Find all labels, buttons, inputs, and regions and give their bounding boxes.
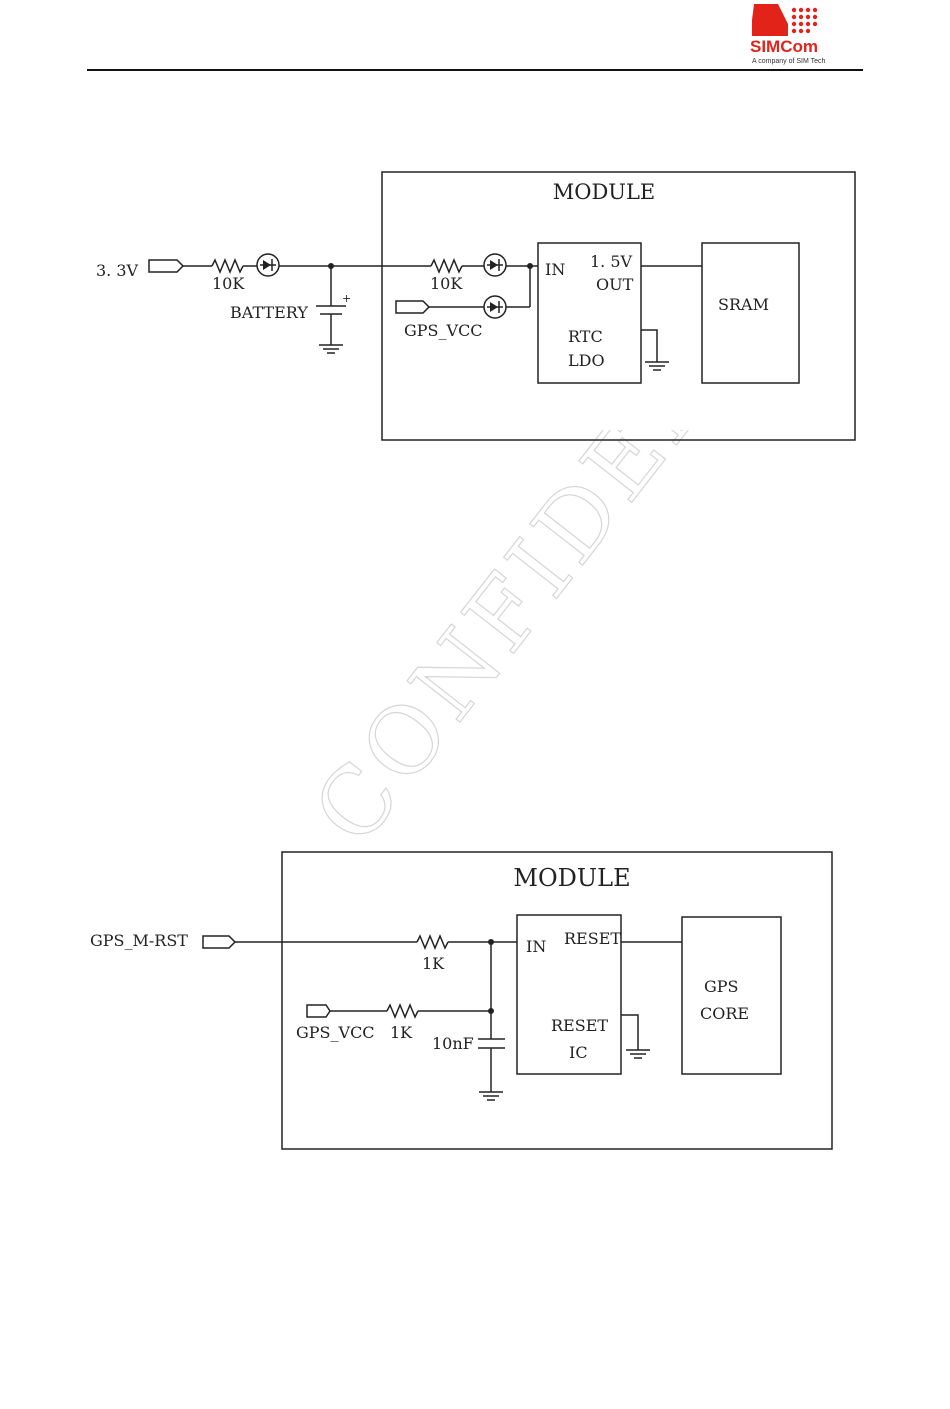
gps-core-line2: CORE [700, 1004, 749, 1023]
ground-symbol-4 [626, 1050, 650, 1058]
resistor-1k-1 [417, 936, 448, 948]
gps-reset-diagram: MODULE GPS_M-RST 1K GPS_VCC 1K 10nF IN R… [90, 852, 832, 1149]
gps-vcc-connector [396, 301, 429, 313]
resistor-10k-2 [431, 260, 462, 272]
reset-ic-name-line1: RESET [551, 1016, 608, 1035]
ground-symbol-1 [319, 345, 343, 353]
module-label-2: MODULE [513, 864, 630, 892]
capacitor-label: 10nF [432, 1034, 474, 1053]
resistor-2-label: 10K [430, 274, 463, 293]
ldo-name-line2: LDO [568, 351, 605, 370]
resistor-1k-2-label: 1K [390, 1023, 413, 1042]
reset-ic-name-line2: IC [569, 1043, 588, 1062]
resistor-1k-1-label: 1K [422, 954, 445, 973]
gps-vcc-label-1: GPS_VCC [404, 321, 483, 340]
input-3v3-label: 3. 3V [96, 261, 139, 280]
ldo-out-label: OUT [596, 275, 634, 294]
battery-label: BATTERY [230, 303, 308, 322]
ldo-in-label: IN [545, 260, 565, 279]
reset-ic-reset-label: RESET [564, 929, 621, 948]
ldo-name-line1: RTC [568, 327, 603, 346]
capacitor-10nf [478, 1039, 505, 1048]
module-box-2 [282, 852, 832, 1149]
input-connector [149, 260, 183, 272]
ground-symbol-2 [645, 362, 669, 370]
gps-m-rst-connector [203, 936, 235, 948]
module-label: MODULE [553, 180, 656, 204]
sram-label: SRAM [718, 295, 769, 314]
resistor-1-label: 10K [212, 274, 245, 293]
battery-plus: + [342, 292, 351, 305]
resistor-10k-1 [212, 260, 243, 272]
gps-vcc-label-2: GPS_VCC [296, 1023, 375, 1042]
rtc-power-diagram: MODULE 3. 3V 10K + BATTERY 10K [96, 172, 855, 440]
diode-2 [484, 254, 506, 276]
reset-ic-in-label: IN [526, 937, 546, 956]
gps-core-line1: GPS [704, 977, 739, 996]
ldo-voltage-label: 1. 5V [590, 252, 633, 271]
diode-1 [257, 254, 279, 276]
ground-symbol-3 [479, 1092, 503, 1100]
module-box [382, 172, 855, 440]
gps-vcc-connector-2 [307, 1005, 330, 1017]
gps-m-rst-label: GPS_M-RST [90, 931, 188, 950]
diode-3 [484, 296, 506, 318]
resistor-1k-2 [387, 1005, 418, 1017]
battery-symbol: + [316, 292, 351, 314]
